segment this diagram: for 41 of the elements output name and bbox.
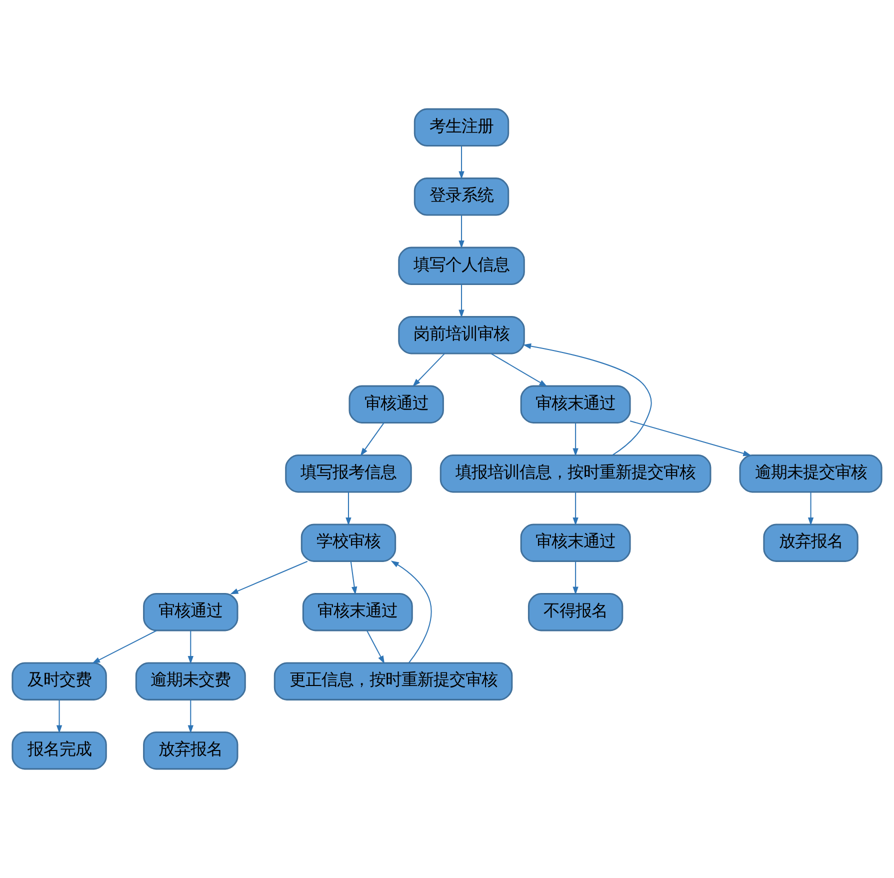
arrow [572,562,578,595]
node-box: 审核通过 [143,593,238,632]
arrow [350,561,358,595]
node-box: 填写个人信息 [398,246,525,285]
node-box: 审核末通过 [302,593,413,632]
arrow [366,630,385,664]
arrow [572,423,578,456]
node-box: 放弃报名 [143,732,238,770]
arrow [92,630,157,664]
node-box: 登录系统 [414,178,510,216]
arrow [230,560,308,594]
arrow [188,630,194,664]
node-box: 更正信息，按时重新提交审核 [274,662,513,700]
arrow [346,492,352,526]
arrow [490,353,548,387]
node-box: 报名完成 [12,732,107,770]
node-box: 岗前培训审核 [398,316,525,354]
arrow [360,422,384,456]
arrow [188,700,194,734]
arrow [458,215,464,249]
arrow [56,700,62,734]
arrow [572,492,578,526]
node-box: 不得报名 [528,593,624,632]
arrow [808,492,814,526]
node-box: 审核通过 [348,385,444,424]
arrow [458,284,464,318]
node-box: 考生注册 [414,108,510,146]
arrow [390,560,432,664]
arrow [458,146,464,180]
node-box: 学校审核 [300,524,396,562]
node-box: 审核末通过 [520,385,631,424]
arrow [630,420,752,456]
node-box: 审核末通过 [520,524,631,562]
node-box: 逾期未提交审核 [739,454,882,493]
node-box: 填报培训信息，按时重新提交审核 [440,454,712,493]
node-box: 及时交费 [12,662,107,700]
node-box: 填写报考信息 [285,454,412,493]
arrow [522,343,652,456]
node-box: 逾期未交费 [135,662,246,700]
arrow [412,353,445,387]
node-box: 放弃报名 [763,524,858,562]
